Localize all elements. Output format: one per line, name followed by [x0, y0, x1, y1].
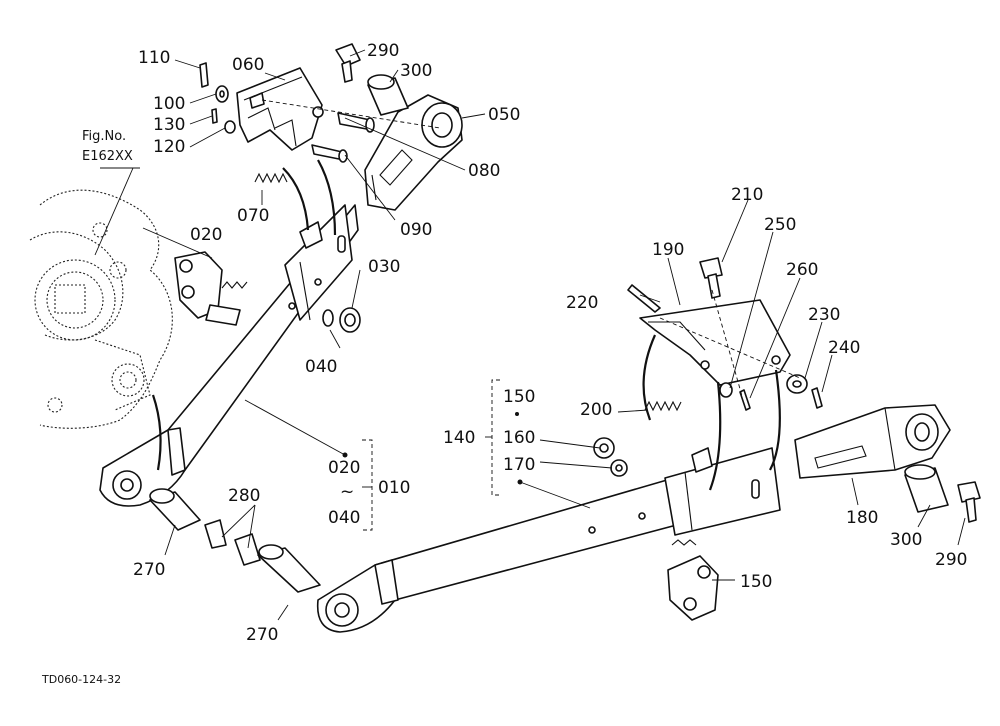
- callout-140: 140: [443, 428, 475, 448]
- callout-170: 170: [503, 455, 535, 475]
- washer-100: [215, 85, 229, 103]
- linch-pin-110: [199, 62, 209, 88]
- extension-link-180: [794, 404, 951, 479]
- callout-060: 060: [232, 55, 264, 75]
- group-bracket-010: [362, 439, 373, 531]
- callout-210: 210: [731, 185, 763, 205]
- callout-230: 230: [808, 305, 840, 325]
- washer-120: [224, 120, 236, 134]
- pin-130: [211, 108, 218, 124]
- callout-040: 040: [305, 357, 337, 377]
- stabilizer-plate-190: [639, 299, 791, 386]
- washer-170: [610, 459, 628, 477]
- pin-270-left: [149, 488, 201, 531]
- callout-190: 190: [652, 240, 684, 260]
- ref-dot-150: [515, 412, 519, 416]
- clevis-150: [667, 539, 719, 621]
- callout-080: 080: [468, 161, 500, 181]
- transmission-housing: [29, 189, 173, 429]
- labels: Fig.No. E162XX 110 060 100 130 120 290 3…: [41, 41, 967, 686]
- callout-240: 240: [828, 338, 860, 358]
- callout-290-right: 290: [935, 550, 967, 570]
- pin-240: [811, 387, 823, 409]
- figure-ref-line2: E162XX: [82, 149, 133, 164]
- callout-010: 010: [378, 478, 410, 498]
- bolt-280-a: [204, 519, 227, 549]
- callout-180: 180: [846, 508, 878, 528]
- nut-160: [593, 437, 615, 459]
- callout-070: 070: [237, 206, 269, 226]
- callout-150-group: 150: [503, 387, 535, 407]
- pin-220: [627, 284, 661, 313]
- figure-ref-line1: Fig.No.: [82, 129, 126, 144]
- group-bracket-140: [491, 379, 500, 496]
- washer-250: [719, 382, 733, 398]
- callout-050: 050: [488, 105, 520, 125]
- callout-280: 280: [228, 486, 260, 506]
- bolt-280-b: [234, 533, 261, 566]
- callout-090: 090: [400, 220, 432, 240]
- ref-dot-010: [342, 452, 348, 458]
- alignment-lines: [261, 99, 801, 397]
- drawing-code: TD060-124-32: [41, 673, 121, 686]
- washer-230: [786, 374, 808, 394]
- spring-200: [644, 400, 682, 412]
- range-start-020: 020: [328, 458, 360, 478]
- callout-290-top: 290: [367, 41, 399, 61]
- pin-290-top: [335, 43, 361, 83]
- pin-090: [311, 144, 348, 163]
- ball-joint-050: [364, 94, 463, 211]
- hitch-bracket-060: [236, 67, 324, 151]
- pin-210: [699, 257, 723, 299]
- callout-160: 160: [503, 428, 535, 448]
- callout-300-right: 300: [890, 530, 922, 550]
- callout-120: 120: [153, 137, 185, 157]
- callout-220: 220: [566, 293, 598, 313]
- lower-link-left: [99, 204, 359, 507]
- nut-030: [339, 307, 361, 333]
- callout-150-clevis: 150: [740, 572, 772, 592]
- washer-040: [322, 309, 334, 327]
- pin-270-right: [257, 544, 321, 593]
- callout-270-right: 270: [246, 625, 278, 645]
- callout-260: 260: [786, 260, 818, 280]
- callout-020: 020: [190, 225, 222, 245]
- clevis-020: [174, 251, 248, 326]
- ref-dot-140: [517, 479, 523, 485]
- callout-200: 200: [580, 400, 612, 420]
- spring-070: [254, 172, 288, 184]
- callout-250: 250: [764, 215, 796, 235]
- pin-290-right: [957, 481, 981, 523]
- callout-300-top: 300: [400, 61, 432, 81]
- bush-300-top: [367, 74, 409, 116]
- callout-130: 130: [153, 115, 185, 135]
- callout-270-left: 270: [133, 560, 165, 580]
- leader-lines: [94, 49, 966, 621]
- range-tilde: ~: [340, 482, 354, 502]
- range-end-040: 040: [328, 508, 360, 528]
- callout-100: 100: [153, 94, 185, 114]
- callout-110: 110: [138, 48, 170, 68]
- assembly-arcs: [151, 159, 781, 491]
- callout-030: 030: [368, 257, 400, 277]
- bush-300-right: [904, 464, 949, 513]
- lower-link-right: [316, 447, 781, 633]
- pin-260: [739, 389, 751, 411]
